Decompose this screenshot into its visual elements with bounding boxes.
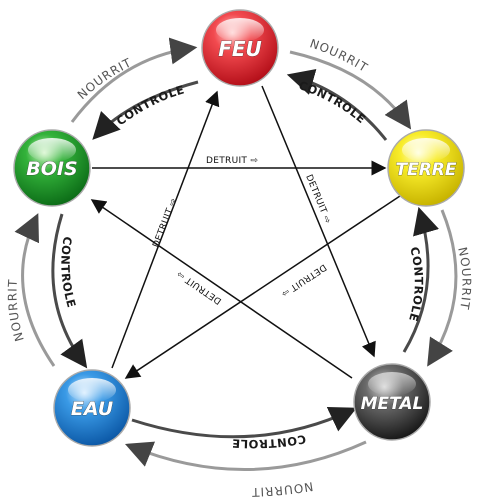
arc-feu-terre-outer bbox=[289, 50, 412, 130]
label-bois: BOIS bbox=[26, 158, 77, 180]
node-terre: TERRE bbox=[387, 129, 465, 207]
detruit-lines bbox=[90, 85, 401, 379]
line-feu-metal bbox=[261, 85, 376, 358]
arc-metal-terre-inner bbox=[402, 206, 439, 353]
arc-feu-bois-inner bbox=[92, 80, 199, 140]
svg-text:NOURRIT: NOURRIT bbox=[75, 55, 134, 102]
label-metal: METAL bbox=[361, 394, 424, 414]
label-nourrit-3: NOURRIT bbox=[455, 246, 472, 311]
svg-text:CONTROLE: CONTROLE bbox=[297, 78, 369, 126]
line-terre-eau bbox=[124, 195, 401, 379]
arc-metal-eau-outer bbox=[124, 440, 367, 471]
node-metal: METAL bbox=[353, 363, 431, 441]
svg-text:NOURRIT: NOURRIT bbox=[251, 479, 314, 499]
label-terre: TERRE bbox=[395, 160, 456, 180]
svg-text:CONTROLE: CONTROLE bbox=[114, 82, 186, 128]
node-bois: BOIS bbox=[13, 129, 91, 207]
label-controle-5: CONTROLE bbox=[58, 235, 78, 309]
arc-terre-metal-outer bbox=[427, 209, 458, 367]
label-detruit-3: DETRUIT ⇨ bbox=[279, 262, 328, 299]
svg-text:NOURRIT: NOURRIT bbox=[455, 246, 473, 311]
svg-text:CONTROLE: CONTROLE bbox=[406, 245, 426, 323]
arc-eau-metal-inner bbox=[131, 406, 357, 439]
svg-text:CONTROLE: CONTROLE bbox=[58, 235, 79, 309]
arc-bois-eau-inner bbox=[51, 213, 88, 369]
node-eau: EAU bbox=[53, 369, 131, 447]
label-detruit-5: DETRUIT ⇨ bbox=[151, 197, 179, 250]
label-feu: FEU bbox=[218, 37, 262, 61]
line-metal-bois bbox=[90, 199, 353, 379]
label-detruit-1: DETRUIT ⇨ bbox=[206, 156, 258, 166]
label-controle-2: CONTROLE bbox=[297, 78, 368, 126]
line-eau-feu bbox=[111, 90, 220, 369]
label-controle-1: CONTROLE bbox=[114, 82, 186, 128]
nourrit-arcs bbox=[14, 37, 458, 471]
label-nourrit-4: NOURRIT bbox=[251, 479, 313, 499]
arc-eau-bois-outer bbox=[14, 213, 56, 367]
label-eau: EAU bbox=[71, 398, 114, 420]
label-detruit-2: DETRUIT ⇨ bbox=[303, 173, 332, 225]
label-controle-3: CONTROLE bbox=[406, 245, 425, 323]
label-nourrit-1: NOURRIT bbox=[75, 55, 133, 102]
detruit-labels: DETRUIT ⇨ DETRUIT ⇨ DETRUIT ⇨ DETRUIT ⇨ … bbox=[151, 156, 332, 306]
controle-arcs bbox=[51, 68, 439, 439]
arc-bois-feu-outer bbox=[70, 37, 198, 123]
arc-terre-feu-inner bbox=[286, 68, 388, 141]
node-feu: FEU bbox=[201, 9, 279, 87]
